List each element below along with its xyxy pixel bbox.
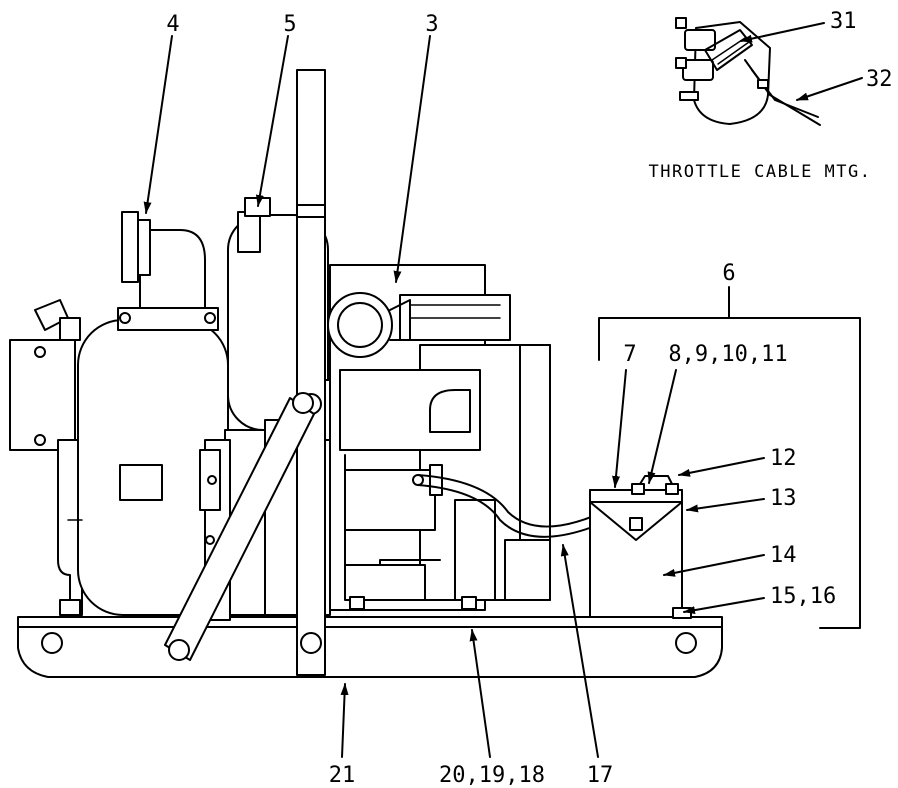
callout-17: 17 — [587, 763, 614, 788]
callout-31: 31 — [830, 9, 857, 34]
engine — [329, 264, 551, 611]
callout-13: 13 — [770, 486, 797, 511]
callout-15-16: 15,16 — [770, 584, 836, 609]
callout-32: 32 — [866, 67, 893, 92]
base-skid — [17, 616, 723, 678]
callout-6: 6 — [722, 261, 735, 286]
callout-4: 4 — [166, 12, 179, 37]
callout-7: 7 — [623, 342, 636, 367]
callout-3: 3 — [425, 12, 438, 37]
callout-leaders — [143, 22, 863, 758]
callout-21: 21 — [329, 763, 356, 788]
battery-box — [589, 475, 692, 619]
callout-5: 5 — [283, 12, 296, 37]
callout-8-9-10-11: 8,9,10,11 — [668, 342, 787, 367]
frame-post — [296, 69, 326, 676]
group-6-bracket — [598, 286, 861, 629]
callout-12: 12 — [770, 446, 797, 471]
throttle-inset-drawing — [675, 17, 821, 126]
callout-20-19-18: 20,19,18 — [439, 763, 545, 788]
diagonal-brace — [164, 392, 315, 661]
inset-caption: THROTTLE CABLE MTG. — [649, 162, 872, 182]
callout-14: 14 — [770, 543, 797, 568]
